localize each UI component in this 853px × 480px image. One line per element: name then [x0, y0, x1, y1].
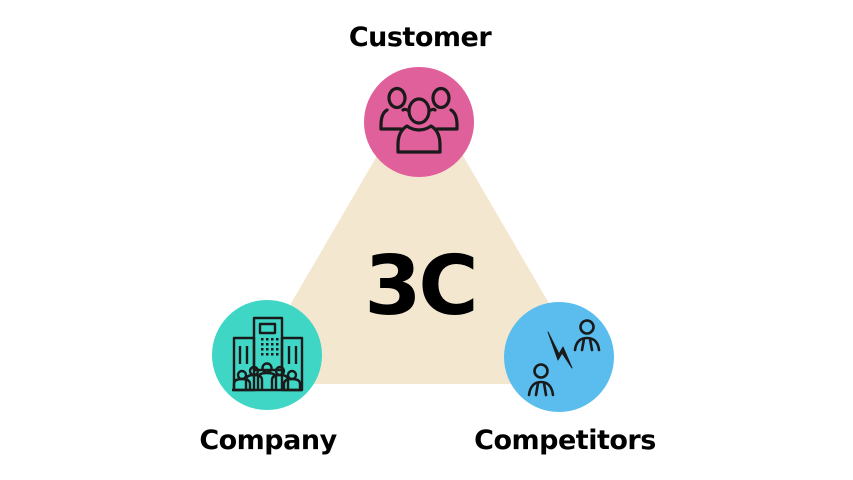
customer-label: Customer	[348, 22, 492, 53]
office-building-team-icon	[232, 316, 304, 392]
diagram-title: 3C	[364, 239, 478, 334]
triangle-shape	[244, 82, 596, 384]
competitors-label: Competitors	[474, 425, 656, 456]
people-group-icon	[379, 86, 459, 154]
rivals-conflict-icon	[527, 319, 601, 397]
customer-node	[364, 67, 474, 177]
lightning-bolt-icon	[547, 331, 573, 369]
competitors-node	[504, 302, 614, 412]
company-node	[212, 300, 322, 410]
company-label: Company	[199, 425, 337, 456]
